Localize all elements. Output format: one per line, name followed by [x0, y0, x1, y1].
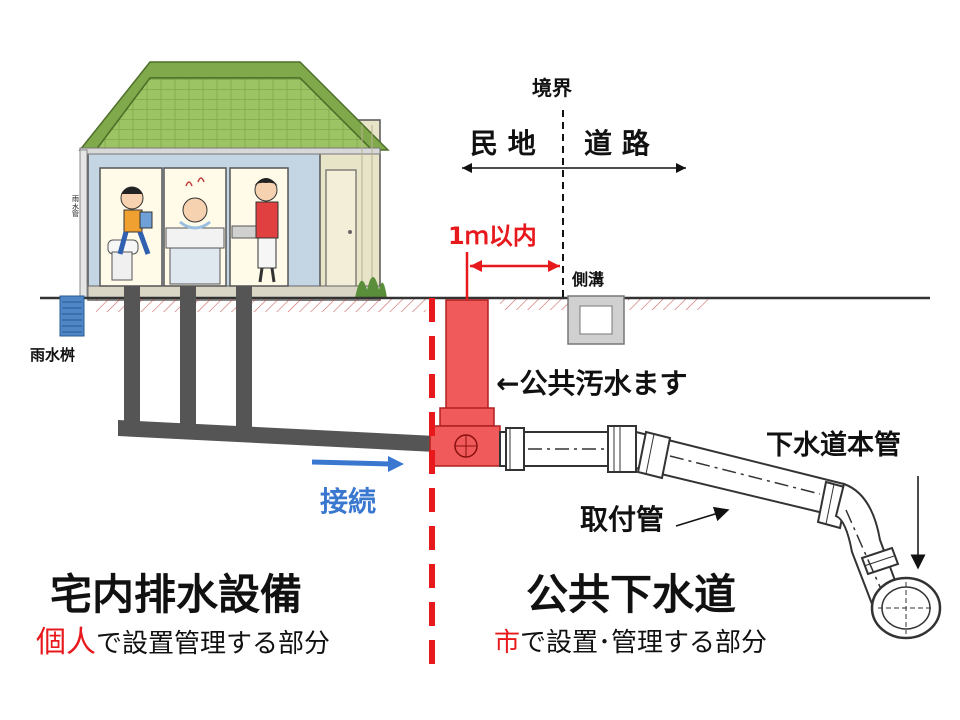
side-ditch-label: 側溝 — [572, 270, 605, 289]
public-desc: で設置･管理する部分 — [520, 628, 768, 658]
connection-arrow — [311, 456, 404, 472]
toilet-room — [99, 167, 163, 287]
lateral-pipe — [499, 425, 902, 606]
horizontal-drain-pipe — [118, 420, 436, 452]
public-catch-basin — [429, 299, 501, 467]
side-ditch — [567, 295, 625, 345]
boundary-label: 境界 — [532, 76, 572, 100]
rain-downpipe — [79, 149, 88, 299]
rain-basin-label: 雨水桝 — [30, 346, 76, 364]
side-door — [325, 169, 357, 291]
public-owner: 市 — [494, 628, 521, 658]
connection-label: 接続 — [320, 485, 377, 518]
private-land-label: 民 地 — [470, 127, 536, 160]
road-label: 道 路 — [584, 127, 650, 160]
private-desc: で設置管理する部分 — [96, 629, 331, 659]
rain-basin — [59, 295, 85, 337]
land-road-arrow — [462, 163, 686, 173]
lateral-pipe-label: 取付管 — [580, 503, 665, 536]
book — [139, 211, 153, 229]
public-section-caption: 市で設置･管理する部分 — [494, 630, 767, 656]
main-sewer-pipe — [870, 576, 942, 640]
public-catch-basin-label: ←公共汚水ます — [496, 367, 688, 400]
lateral-pipe-pointer — [675, 506, 730, 527]
private-section-caption: 個人で設置管理する部分 — [36, 628, 330, 658]
rain-pipe-label: 雨水管 — [72, 195, 79, 219]
private-drain-pipes — [118, 286, 436, 452]
within-1m-dimension — [465, 252, 560, 300]
within-1m-label: 1ｍ以内 — [448, 222, 537, 250]
main-sewer-label: 下水道本管 — [766, 430, 901, 461]
gutter — [79, 147, 381, 155]
shrub — [355, 277, 387, 298]
public-section-title: 公共下水道 — [526, 570, 737, 619]
house-illustration — [78, 61, 390, 301]
kitchen-room — [229, 167, 289, 287]
private-section-title: 宅内排水設備 — [50, 570, 303, 619]
bath-room — [163, 167, 227, 287]
private-owner: 個人 — [36, 625, 96, 660]
